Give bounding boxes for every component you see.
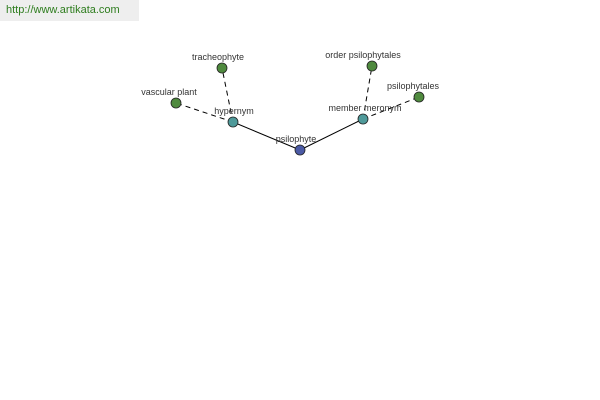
node-psilophytales[interactable] (413, 91, 425, 103)
node-psilophyte[interactable] (294, 144, 306, 156)
edge-hypernym-vascular_plant (175, 102, 234, 123)
node-vascular_plant[interactable] (170, 97, 182, 109)
node-label-order_psilophytales[interactable]: order psilophytales (325, 50, 401, 60)
node-label-tracheophyte[interactable]: tracheophyte (192, 52, 244, 62)
edge-psilophyte-member_meronym (299, 118, 364, 151)
node-label-member_meronym[interactable]: member meronym (328, 103, 401, 113)
site-banner: http://www.artikata.com (0, 0, 139, 21)
edge-psilophyte-hypernym (232, 121, 301, 151)
node-label-hypernym[interactable]: hypernym (214, 106, 254, 116)
edge-hypernym-tracheophyte (221, 67, 234, 123)
node-order_psilophytales[interactable] (366, 60, 378, 72)
node-label-vascular_plant[interactable]: vascular plant (141, 87, 197, 97)
node-label-psilophyte[interactable]: psilophyte (276, 134, 317, 144)
site-url-link[interactable]: http://www.artikata.com (6, 4, 120, 16)
node-hypernym[interactable] (227, 116, 239, 128)
edge-member_meronym-psilophytales (362, 96, 420, 120)
node-member_meronym[interactable] (357, 113, 369, 125)
node-tracheophyte[interactable] (216, 62, 228, 74)
node-label-psilophytales[interactable]: psilophytales (387, 81, 440, 91)
